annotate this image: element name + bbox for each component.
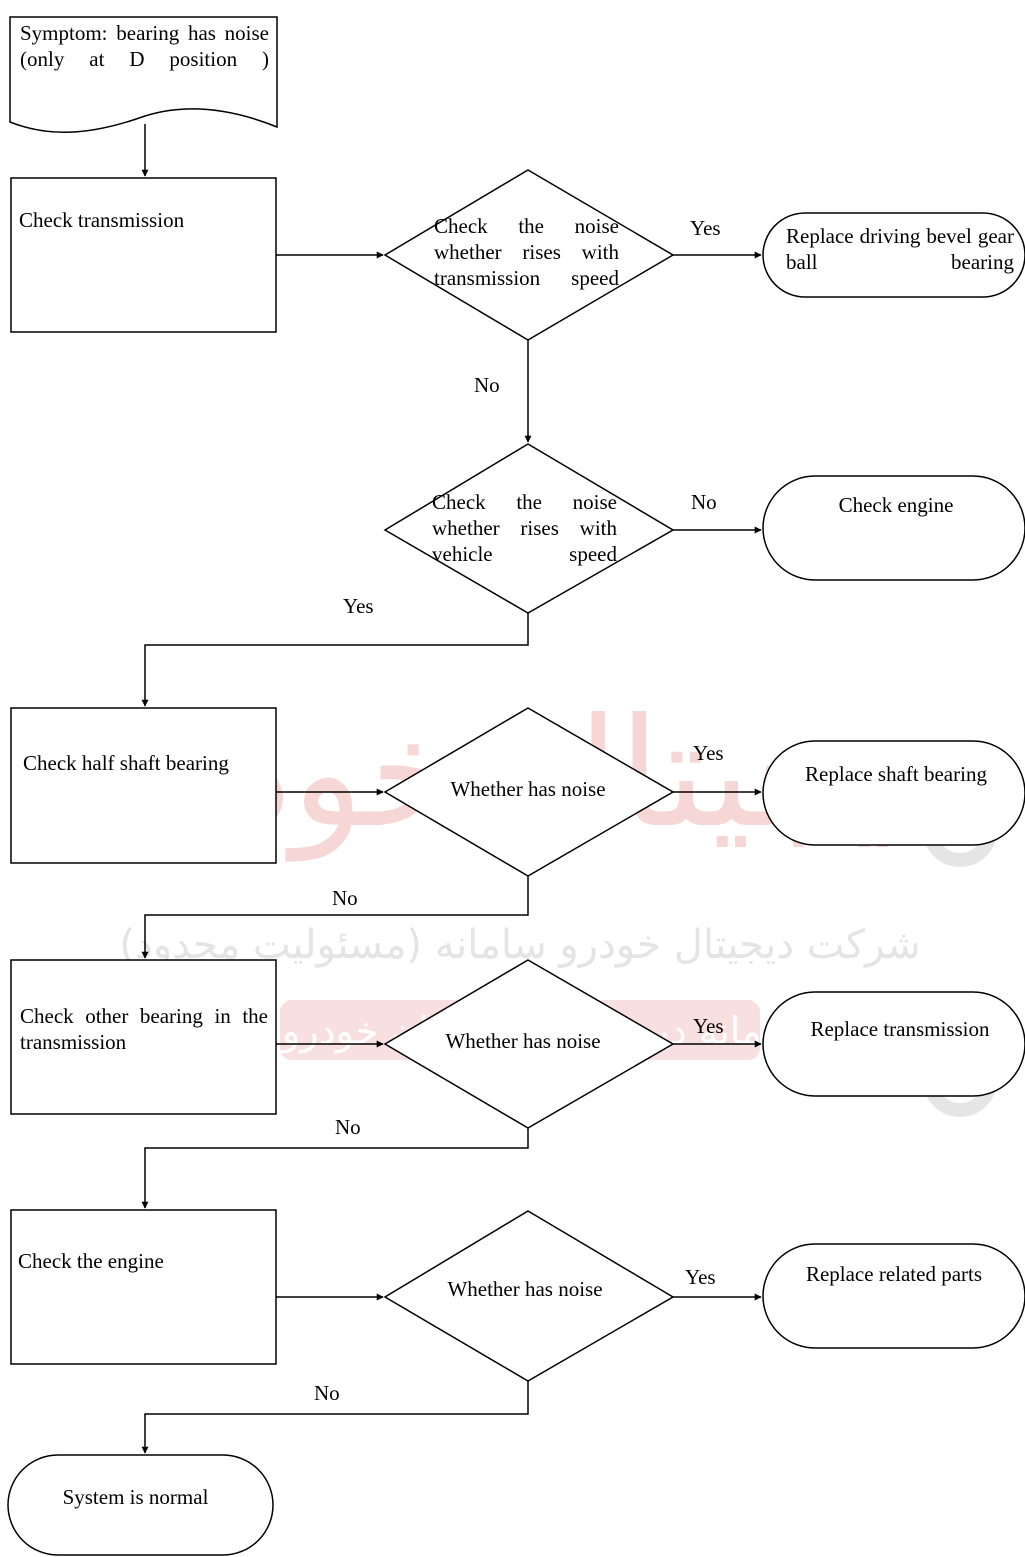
decision-2-text: Check the noise whether rises with vehic… — [432, 490, 617, 566]
check-other-bearing-text: Check other bearing in the transmission — [20, 1004, 268, 1054]
replace-transmission-text: Replace transmission — [810, 1017, 990, 1041]
check-engine-text: Check engine — [838, 493, 954, 517]
replace-related-text: Replace related parts — [805, 1262, 983, 1286]
branch-label-yes: Yes — [693, 741, 724, 765]
check-half-shaft-text: Check half shaft bearing — [23, 751, 229, 775]
decision-4-text: Whether has noise — [445, 1029, 601, 1053]
connector — [141, 876, 529, 959]
symptom-document-shape — [9, 16, 278, 134]
connector — [141, 613, 529, 707]
decision-3-text: Whether has noise — [450, 777, 606, 801]
terminal-system-normal — [7, 1454, 274, 1556]
terminal-replace-transmission — [762, 991, 1025, 1097]
check-transmission-box — [10, 177, 277, 333]
check-the-engine-text: Check the engine — [18, 1249, 164, 1273]
check-the-engine-box — [10, 1209, 277, 1365]
branch-label-yes: Yes — [343, 594, 374, 618]
decision-5-text: Whether has noise — [447, 1277, 603, 1301]
terminal-replace-bevel — [762, 212, 1025, 298]
connector — [141, 1128, 529, 1209]
replace-bevel-text: Replace driving bevel gear ball bearing — [786, 224, 1014, 274]
branch-label-no: No — [314, 1381, 340, 1405]
decision-1-text: Check the noise whether rises with trans… — [434, 214, 619, 290]
branch-label-yes: Yes — [690, 216, 721, 240]
terminal-replace-shaft — [762, 740, 1025, 846]
branch-label-no: No — [332, 886, 358, 910]
system-normal-text: System is normal — [62, 1485, 209, 1509]
connector — [141, 1381, 529, 1454]
branch-label-no: No — [335, 1115, 361, 1139]
branch-label-no: No — [474, 373, 500, 397]
check-half-shaft-box — [10, 707, 277, 864]
check-other-bearing-box — [10, 959, 277, 1115]
branch-label-yes: Yes — [685, 1265, 716, 1289]
symptom-text: Symptom: bearing has noise (only at D po… — [20, 21, 269, 71]
replace-shaft-text: Replace shaft bearing — [805, 762, 987, 786]
branch-label-no: No — [691, 490, 717, 514]
terminal-check-engine — [762, 475, 1025, 581]
branch-label-yes: Yes — [693, 1014, 724, 1038]
check-transmission-text: Check transmission — [19, 208, 185, 232]
terminal-replace-related — [762, 1243, 1025, 1349]
